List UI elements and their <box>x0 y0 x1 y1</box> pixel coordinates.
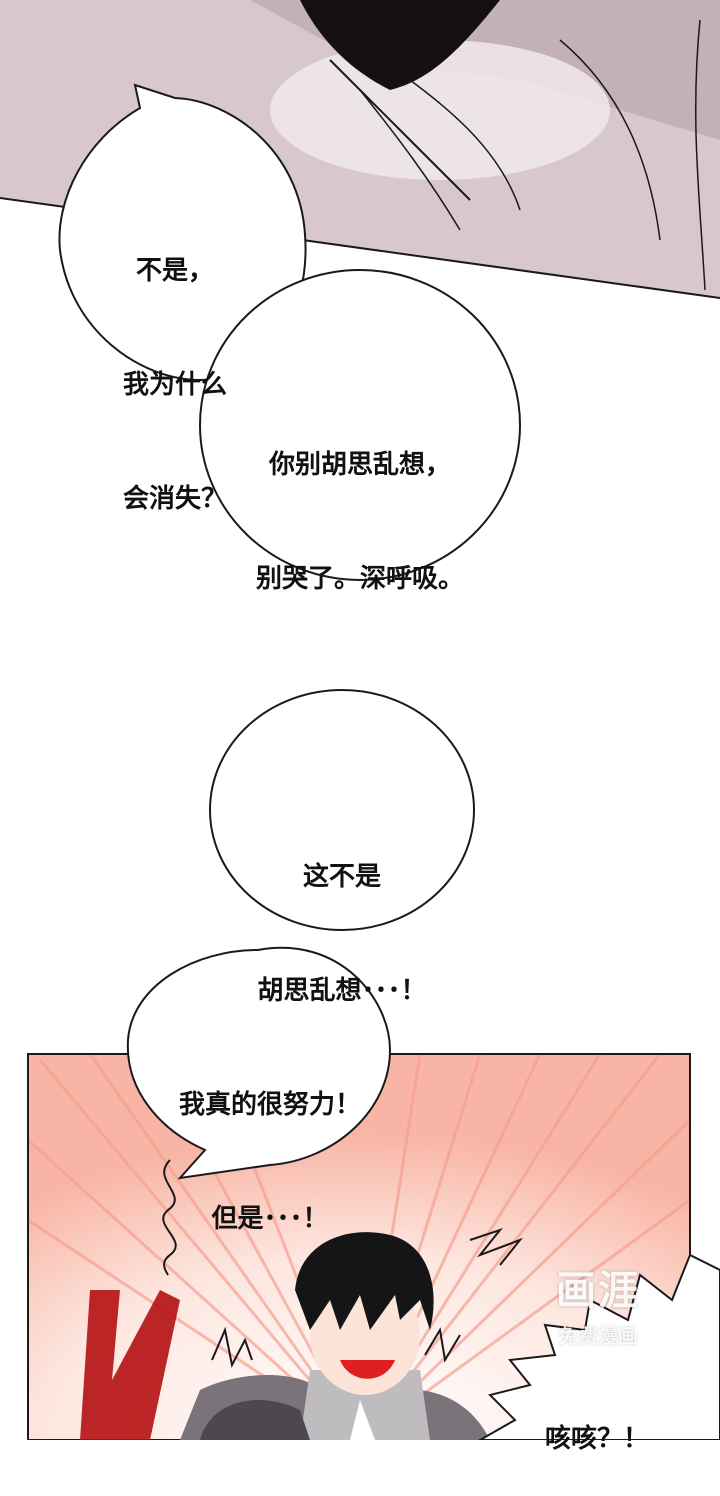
bubble-2-text: 你别胡思乱想， 别哭了。深呼吸。 <box>220 370 500 636</box>
bubble-5-line-1: 咳咳？！ <box>545 1424 650 1454</box>
top-panel-artwork <box>0 0 720 299</box>
bubble-1-line-3: 会消失？ <box>122 484 227 514</box>
bubble-5-text: 咳咳？！ <box>545 1344 715 1496</box>
bottom-panel-artwork <box>27 1053 720 1440</box>
bubble-2-shape <box>199 269 521 581</box>
bubble-4-text: 我真的很努力！ 但是･･･！ <box>150 1010 390 1276</box>
bubble-4-line-2: 但是･･･！ <box>211 1204 329 1234</box>
character <box>180 1232 490 1440</box>
bubble-2-line-2: 别哭了。深呼吸。 <box>255 564 464 594</box>
bubble-3-line-2: 胡思乱想･･･！ <box>257 976 427 1006</box>
bubble-1-text: 不是， 我为什么 会消失？ <box>95 176 255 556</box>
bubble-2-line-1: 你别胡思乱想， <box>268 450 451 480</box>
bubble-4-line-1: 我真的很努力！ <box>178 1090 361 1120</box>
red-swirl-shape <box>80 1290 180 1440</box>
watermark-logo: 画涯 <box>556 1268 640 1314</box>
watermark-subtitle: 免费漫画 <box>558 1324 638 1348</box>
shout-bubble-shape <box>477 1253 720 1440</box>
bubble-1-shape <box>58 83 307 382</box>
bubble-1-line-1: 不是， <box>135 256 214 286</box>
bubble-1-line-2: 我为什么 <box>122 370 227 400</box>
bubble-3-text: 这不是 胡思乱想･･･！ <box>222 782 462 1048</box>
speech-bubbles <box>58 83 521 1180</box>
bubble-3-shape <box>209 689 475 931</box>
bubble-3-line-1: 这不是 <box>302 862 381 892</box>
bubble-4-shape <box>126 947 392 1180</box>
